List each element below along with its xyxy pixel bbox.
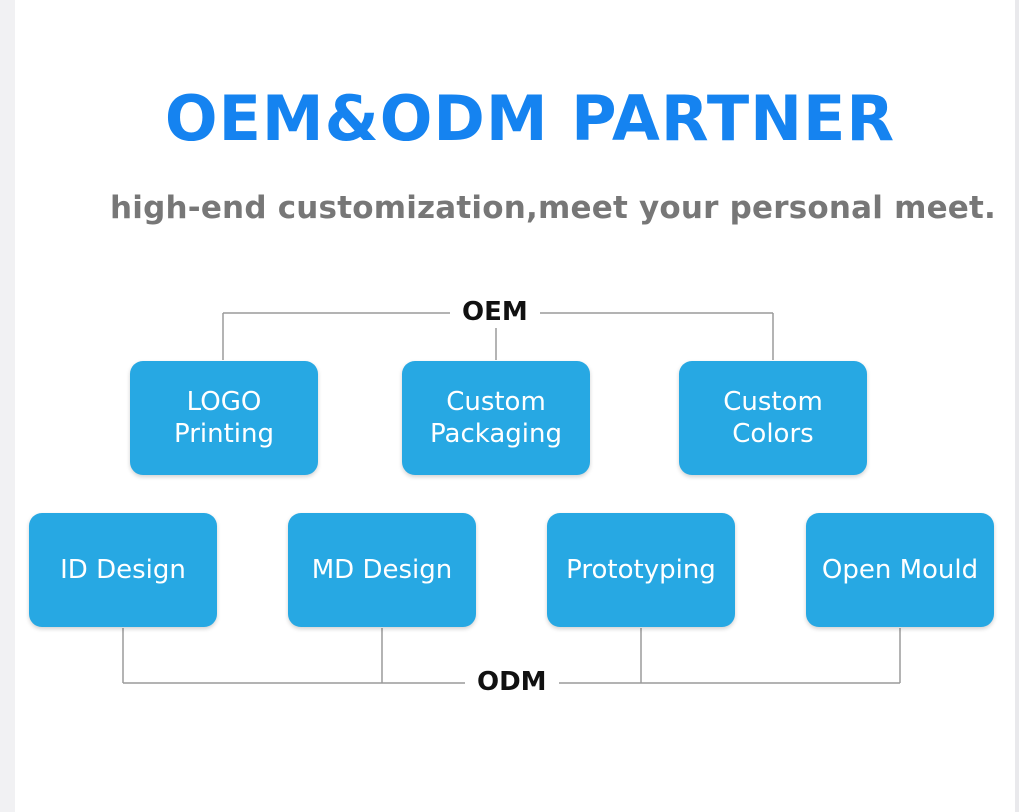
oem-label: OEM (450, 297, 540, 327)
node-label: LOGO Printing (173, 387, 274, 449)
right-margin-strip (1015, 0, 1019, 812)
oem-node-custom-packaging: Custom Packaging (402, 361, 590, 475)
left-margin-strip (0, 0, 15, 812)
odm-node-open-mould: Open Mould (806, 513, 994, 627)
node-label: ID Design (60, 555, 186, 585)
node-label: Open Mould (821, 555, 979, 585)
node-label: Custom Packaging (430, 387, 562, 449)
node-label: Custom Colors (723, 387, 823, 449)
odm-label: ODM (465, 667, 559, 697)
odm-node-id-design: ID Design (29, 513, 217, 627)
node-label: Prototyping (566, 555, 716, 585)
oem-node-custom-colors: Custom Colors (679, 361, 867, 475)
page-title: OEM&ODM PARTNER (164, 82, 896, 155)
page-subtitle: high-end customization,meet your persona… (110, 190, 997, 226)
node-label: MD Design (311, 555, 453, 585)
odm-node-prototyping: Prototyping (547, 513, 735, 627)
oem-node-logo-printing: LOGO Printing (130, 361, 318, 475)
odm-node-md-design: MD Design (288, 513, 476, 627)
